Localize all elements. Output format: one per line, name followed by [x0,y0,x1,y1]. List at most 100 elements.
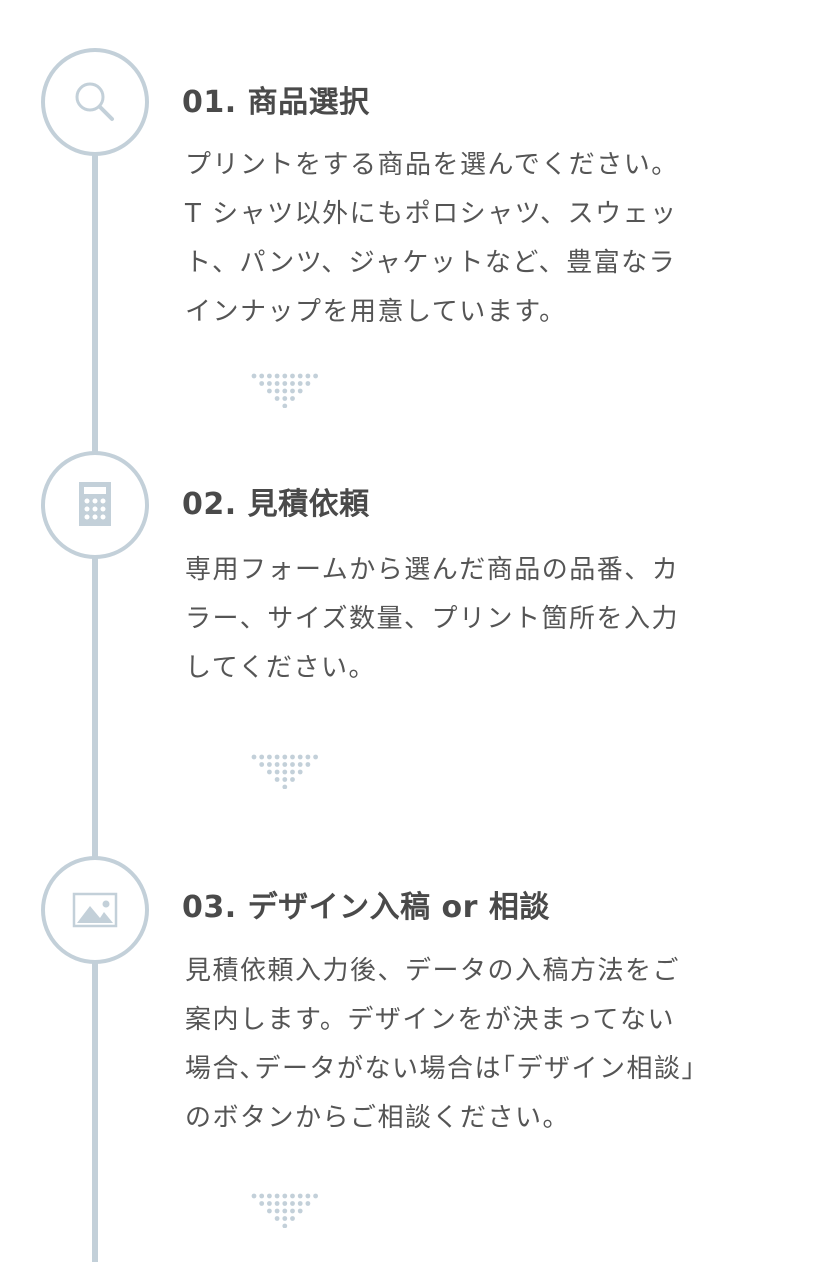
arrow-dot [290,769,295,775]
arrow-dot [251,373,257,379]
arrow-dot [290,1193,295,1199]
arrow-dot [297,1193,303,1199]
arrow-dot [259,381,265,386]
arrow-dot [305,381,311,386]
arrow-dot [290,381,295,386]
description-line: してください。 [185,653,376,683]
step-3-description: 見積依頼入力後、データの入稿方法をご 案内します。デザインをが決まってない 場合… [185,947,696,1143]
arrow-dot [267,1201,272,1206]
description-line: 専用フォームから選んだ商品の品番、カ [185,555,680,585]
arrow-dot [259,373,265,379]
arrow-dot [297,762,303,767]
arrow-dot [259,754,265,760]
step-2-icon-circle [41,451,149,559]
arrow-dot [297,388,303,394]
description-line: プリントをする商品を選んでください。 [185,150,679,180]
arrow-dot [267,754,272,760]
arrow-dot [282,396,288,401]
arrow-dot [251,754,257,760]
arrow-dot [297,1201,303,1206]
arrow-dot [282,373,288,379]
arrow-dot [282,1223,288,1228]
arrow-dot [274,777,280,782]
arrow-dot [305,754,311,760]
arrow-dot [267,762,272,767]
step-1-title: 01. 商品選択 [182,85,370,120]
arrow-dot [313,373,318,379]
arrow-dot [267,1208,272,1214]
arrow-dot [282,762,288,767]
arrow-dot [274,388,280,394]
step-2-description: 専用フォームから選んだ商品の品番、カ ラー、サイズ数量、プリント箇所を入力 して… [185,546,679,693]
step-1-description: プリントをする商品を選んでください。 T シャツ以外にもポロシャツ、スウェッ ト… [185,141,679,337]
arrow-dot [274,1193,280,1199]
arrow-dot [267,381,272,386]
arrow-dot [313,754,318,760]
search-icon [75,82,114,121]
arrow-dot [290,1201,295,1206]
arrow-dot [259,762,265,767]
step-2-title: 02. 見積依頼 [182,487,370,522]
arrow-dot [297,1208,303,1214]
description-line: インナップを用意しています。 [185,297,567,327]
arrow-dot [282,1193,288,1199]
arrow-dot [274,1208,280,1214]
arrow-dot [297,754,303,760]
timeline-line [92,100,98,1262]
description-line: T シャツ以外にもポロシャツ、スウェッ [185,199,678,229]
down-arrow-icon [251,754,318,789]
arrow-dot [297,769,303,775]
arrow-dot [267,373,272,379]
step-3-title: 03. デザイン入稿 or 相談 [182,890,550,925]
arrow-dot [282,1208,288,1214]
arrow-dot [290,754,295,760]
step-3-icon-circle [41,856,149,964]
arrow-dot [290,1216,295,1221]
arrow-dot [305,1193,311,1199]
description-line: 見積依頼入力後、データの入稿方法をご [185,956,681,986]
arrow-dot [282,1216,288,1221]
arrow-dot [282,784,288,789]
arrow-dot [290,388,295,394]
arrow-dot [274,762,280,767]
arrow-dot [290,777,295,782]
arrow-dot [259,1193,265,1199]
arrow-dot [274,396,280,401]
arrow-dot [267,388,272,394]
arrow-dot [274,1216,280,1221]
arrow-dot [282,403,288,408]
down-arrow-icon [251,1193,318,1228]
image-icon [72,892,118,928]
description-line: 案内します。デザインをが決まってない [185,1005,676,1035]
arrow-dot [282,381,288,386]
arrow-dot [267,769,272,775]
arrow-dot [305,373,311,379]
arrow-dot [313,1193,318,1199]
arrow-dot [274,1201,280,1206]
arrow-dot [282,754,288,760]
arrow-dot [305,762,311,767]
arrow-dot [274,769,280,775]
arrow-dot [251,1193,257,1199]
description-line: ラー、サイズ数量、プリント箇所を入力 [185,604,679,634]
arrow-dot [267,1193,272,1199]
calculator-icon [79,482,111,526]
down-arrow-icon [251,373,318,408]
arrow-dot [305,1201,311,1206]
arrow-dot [290,762,295,767]
arrow-dot [282,769,288,775]
step-1-icon-circle [41,48,149,156]
arrow-dot [274,381,280,386]
arrow-dot [274,754,280,760]
arrow-dot [290,1208,295,1214]
description-line: のボタンからご相談ください。 [185,1103,571,1133]
arrow-dot [274,373,280,379]
arrow-dot [290,373,295,379]
arrow-dot [282,1201,288,1206]
arrow-dot [297,381,303,386]
arrow-dot [282,388,288,394]
arrow-dot [282,777,288,782]
description-line: 場合､データがない場合は｢デザイン相談｣ [185,1054,697,1084]
arrow-dot [290,396,295,401]
description-line: ト、パンツ、ジャケットなど、豊富なラ [185,248,677,278]
